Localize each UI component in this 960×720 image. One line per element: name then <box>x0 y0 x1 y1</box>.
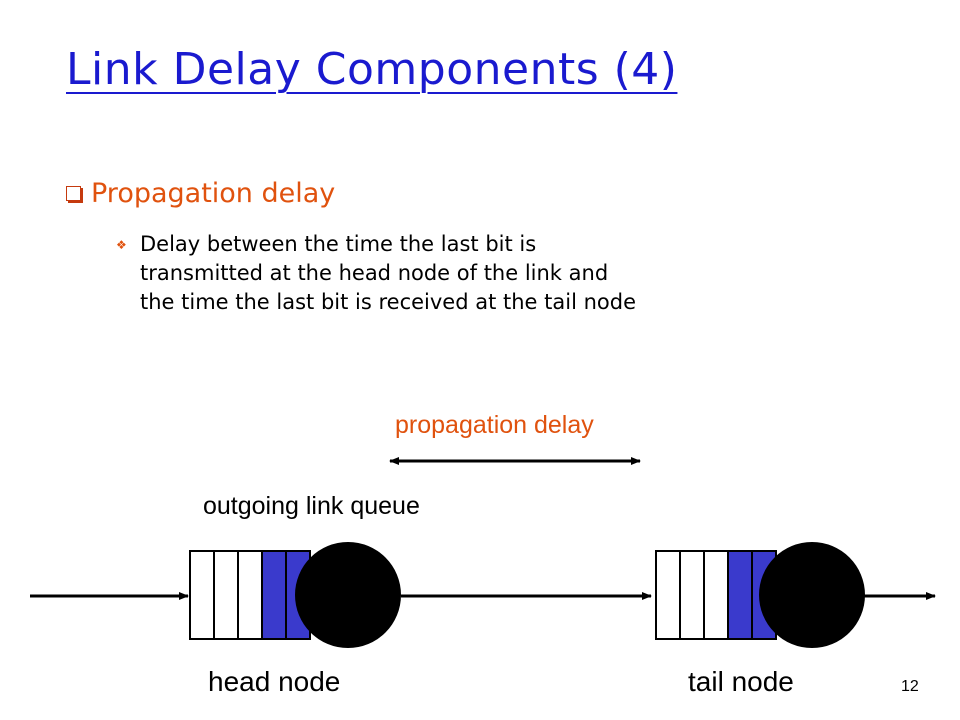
bullet-text: Propagation delay <box>91 178 336 209</box>
sub-bullet-line: the time the last bit is received at the… <box>140 290 636 314</box>
head-node-label: head node <box>208 666 341 697</box>
tail-node-circle <box>759 542 865 648</box>
sub-bullet: ❖ Delay between the time the last bit is… <box>116 230 880 317</box>
tail-node-label: tail node <box>688 666 794 697</box>
slide-title: Link Delay Components (4) <box>66 44 678 95</box>
sub-bullet-text: Delay between the time the last bit is t… <box>140 230 880 317</box>
outgoing-link-queue-label: outgoing link queue <box>203 492 420 520</box>
diamond-bullet-icon: ❖ <box>116 238 127 252</box>
bullet-propagation-delay: Propagation delay <box>66 178 335 209</box>
tail-node-queue <box>655 550 777 640</box>
page-number: 12 <box>901 678 919 695</box>
head-node-queue <box>189 550 311 640</box>
sub-bullet-line: Delay between the time the last bit is <box>140 232 537 256</box>
propagation-delay-label: propagation delay <box>395 411 594 439</box>
square-bullet-icon <box>66 186 81 201</box>
head-node-circle <box>295 542 401 648</box>
sub-bullet-line: transmitted at the head node of the link… <box>140 261 609 285</box>
